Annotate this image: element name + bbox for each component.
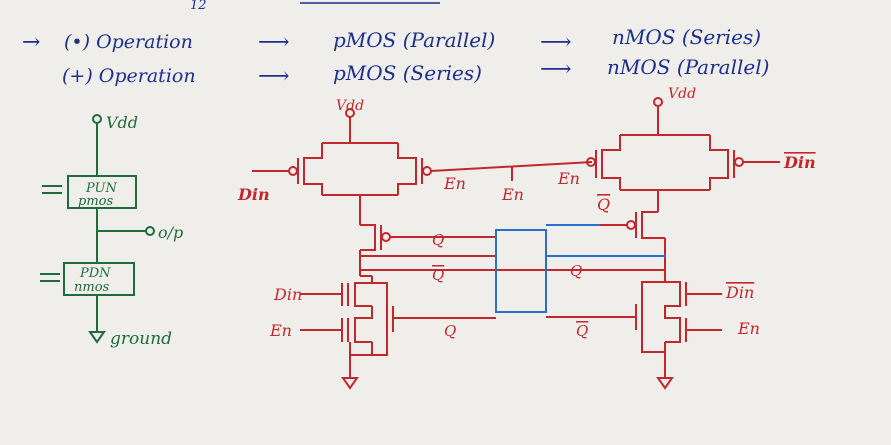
latch-core-box [495, 229, 547, 313]
left-pmos-c-bubble [381, 232, 391, 242]
qbar-right-label: Q [597, 195, 610, 214]
left-nmos-a-body [354, 276, 373, 307]
note1-arrow2: ⟶ [258, 30, 290, 55]
right-pmos-c-bubble [626, 220, 636, 230]
latch-labels: Vdd Vdd Din Din En En En Q Q Q Q Q Q Din… [237, 86, 816, 340]
ground-label: ground [110, 329, 172, 349]
din-label: Din [237, 185, 270, 204]
top-fragment-text: 12 [190, 0, 207, 13]
latch-circuit [252, 97, 780, 390]
right-pmos-b-body [709, 135, 729, 190]
pdn-label: PDN [79, 266, 111, 281]
en-right-label: En [737, 319, 760, 338]
vdd-label: Vdd [106, 113, 138, 132]
output-label: o/p [158, 223, 183, 242]
pdn-type-label: nmos [74, 280, 110, 295]
note1-label: (•) Operation [64, 31, 193, 53]
left-vdd-label: Vdd [336, 98, 364, 114]
cmos-block [40, 114, 155, 344]
q-top-label: Q [432, 231, 444, 249]
left-pmos-a-body [303, 143, 323, 195]
output-terminal [145, 226, 155, 236]
cmos-labels: Vdd PUN pmos o/p PDN nmos ground [74, 113, 183, 349]
note2-label: (+) Operation [62, 65, 196, 87]
right-vdd-terminal [653, 97, 663, 107]
qbar-top-label: Q [432, 266, 444, 284]
note2-arrow2: ⟶ [258, 64, 290, 89]
note1-left: pMOS (Parallel) [333, 28, 495, 52]
pdn-box [63, 262, 135, 296]
right-pmos-a-body [601, 135, 621, 190]
q-mid-label: Q [570, 262, 582, 280]
right-vdd-label: Vdd [668, 86, 696, 102]
left-nmos-b-body [354, 306, 373, 343]
note2-arrow3: ⟶ [540, 57, 572, 82]
right-nmos-c-body [641, 281, 665, 353]
left-pmos-b-body [397, 143, 417, 195]
en-left-label: En [269, 321, 292, 340]
en-label-1: En [443, 174, 466, 193]
left-nmos-a-gate [341, 283, 349, 306]
right-nmos-series-body [664, 272, 681, 343]
en-label-2: En [501, 185, 524, 204]
pun-label: PUN [85, 181, 117, 196]
din-bar-label: Din [783, 153, 816, 172]
note2-left: pMOS (Series) [333, 61, 482, 85]
right-pmos-a-bubble [586, 157, 596, 167]
note1-right: nMOS (Series) [612, 25, 761, 49]
ground-symbol [88, 331, 106, 344]
dinbar-nmos-label: Din [725, 283, 754, 302]
right-ground-symbol [656, 377, 674, 390]
left-pmos-c-body [360, 224, 376, 251]
note1-arrow3: ⟶ [540, 30, 572, 55]
din-nmos-label: Din [273, 285, 302, 304]
qbar-bottom-label: Q [576, 322, 588, 340]
right-pmos-b-bubble [734, 157, 744, 167]
note1-arrow: → [22, 30, 40, 55]
notes: 12 → (•) Operation ⟶ pMOS (Parallel) ⟶ n… [22, 0, 769, 89]
left-pmos-b-bubble [422, 166, 432, 176]
right-pmos-c-body [641, 211, 658, 239]
en-label-3: En [557, 169, 580, 188]
vdd-terminal [92, 114, 102, 124]
pun-type-label: pmos [78, 194, 113, 209]
left-ground-symbol [341, 377, 359, 390]
left-pmos-a-bubble [288, 166, 298, 176]
note2-right: nMOS (Parallel) [607, 55, 769, 79]
left-nmos-c-body [371, 282, 388, 356]
pun-box [67, 175, 137, 209]
en-bus-wire [430, 161, 593, 172]
latch-core [495, 224, 665, 313]
left-nmos-b-gate [341, 318, 349, 342]
q-bottom-label: Q [444, 322, 456, 340]
